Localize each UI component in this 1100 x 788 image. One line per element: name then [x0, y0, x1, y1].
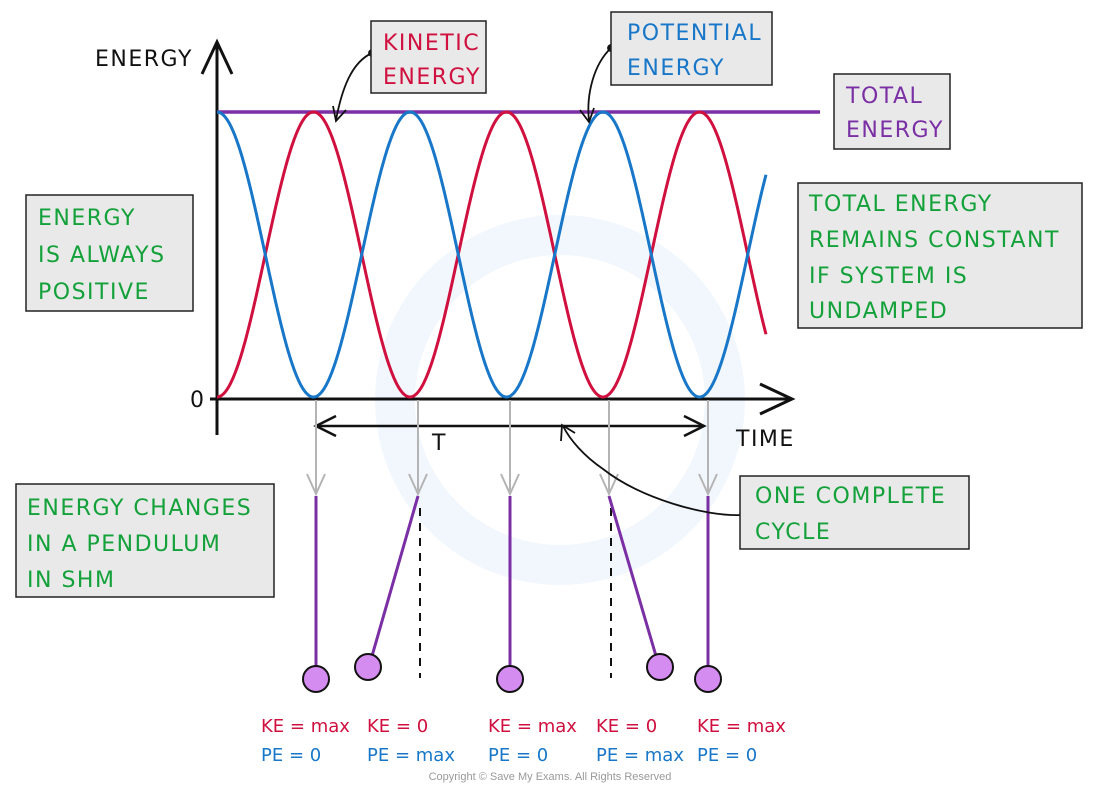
pendulum-callout-line-3: IN SHM: [27, 568, 115, 593]
ke-label-3: KE = max: [488, 716, 577, 737]
pendulum-shm-callout: ENERGY CHANGES IN A PENDULUM IN SHM: [15, 483, 275, 598]
pe-label-5: PE = 0: [697, 745, 757, 766]
pendulum-callout-line-1: ENERGY CHANGES: [27, 496, 252, 521]
pe-label-3: PE = 0: [488, 745, 548, 766]
constant-callout-line-3: IF SYSTEM IS: [809, 264, 968, 289]
potential-pointer: [587, 47, 612, 122]
origin-label: 0: [190, 388, 206, 413]
potential-callout-line-1: POTENTIAL: [627, 21, 762, 46]
y-axis-arrowhead: [200, 38, 234, 75]
positive-callout-line-1: ENERGY: [38, 206, 136, 231]
drop-arrowhead-4: [599, 473, 619, 497]
cycle-callout-line-1: ONE COMPLETE: [755, 484, 946, 509]
kinetic-pointer: [335, 52, 373, 121]
drop-arrowhead-1: [306, 473, 326, 497]
cycle-callout-line-2: CYCLE: [755, 520, 831, 545]
drop-arrowhead-2: [408, 473, 428, 497]
copyright-text: Copyright © Save My Exams. All Rights Re…: [429, 771, 672, 783]
ke-label-1: KE = max: [261, 716, 350, 737]
constant-callout-line-2: REMAINS CONSTANT: [809, 228, 1060, 253]
pendulum-2: [354, 495, 420, 681]
period-label: T: [431, 431, 447, 456]
kinetic-callout-line-2: ENERGY: [383, 65, 481, 90]
pendulum-bob: [302, 665, 330, 693]
y-axis-label: ENERGY: [95, 47, 193, 72]
pendulum-4: [607, 495, 674, 681]
energy-positive-callout: ENERGY IS ALWAYS POSITIVE: [25, 194, 194, 312]
pendulum-3: [496, 496, 524, 693]
potential-energy-callout: POTENTIAL ENERGY: [610, 11, 773, 86]
positive-callout-line-2: IS ALWAYS: [38, 243, 166, 268]
one-cycle-callout: ONE COMPLETE CYCLE: [739, 475, 970, 550]
kinetic-energy-curve: [216, 110, 768, 399]
pe-label-2: PE = max: [367, 745, 455, 766]
pendulum-5: [694, 496, 722, 693]
x-axis-arrowhead: [759, 382, 796, 416]
drop-arrowhead-3: [500, 473, 520, 497]
pendulum-callout-line-2: IN A PENDULUM: [27, 532, 221, 557]
pendulum-1: [302, 496, 330, 693]
pe-label-1: PE = 0: [261, 745, 321, 766]
drop-arrowhead-5: [698, 473, 718, 497]
positive-callout-line-3: POSITIVE: [38, 280, 150, 305]
pendulum-bob: [354, 653, 382, 681]
pendulum-bob: [496, 665, 524, 693]
ke-label-4: KE = 0: [596, 716, 657, 737]
cycle-pointer: [562, 425, 744, 516]
potential-energy-curve: [216, 110, 768, 399]
drop-arrows: [306, 400, 718, 497]
constant-callout-line-4: UNDAMPED: [809, 299, 948, 324]
ke-label-5: KE = max: [697, 716, 786, 737]
kinetic-callout-line-1: KINETIC: [383, 31, 480, 56]
pe-label-4: PE = max: [596, 745, 684, 766]
pendulum-bob: [694, 665, 722, 693]
energy-constant-callout: TOTAL ENERGY REMAINS CONSTANT IF SYSTEM …: [797, 182, 1083, 329]
total-energy-callout: TOTAL ENERGY: [833, 73, 951, 150]
axes: ENERGY TIME 0: [95, 38, 796, 452]
pendulum-state-labels: KE = max PE = 0 KE = 0 PE = max KE = max…: [261, 716, 786, 766]
potential-callout-line-2: ENERGY: [627, 56, 725, 81]
total-callout-line-2: ENERGY: [846, 118, 944, 143]
pendulum-bob: [646, 653, 674, 681]
kinetic-energy-callout: KINETIC ENERGY: [370, 20, 487, 94]
constant-callout-line-1: TOTAL ENERGY: [808, 192, 993, 217]
ke-label-2: KE = 0: [367, 716, 428, 737]
x-axis-label: TIME: [735, 427, 795, 452]
total-callout-line-1: TOTAL: [845, 84, 923, 109]
